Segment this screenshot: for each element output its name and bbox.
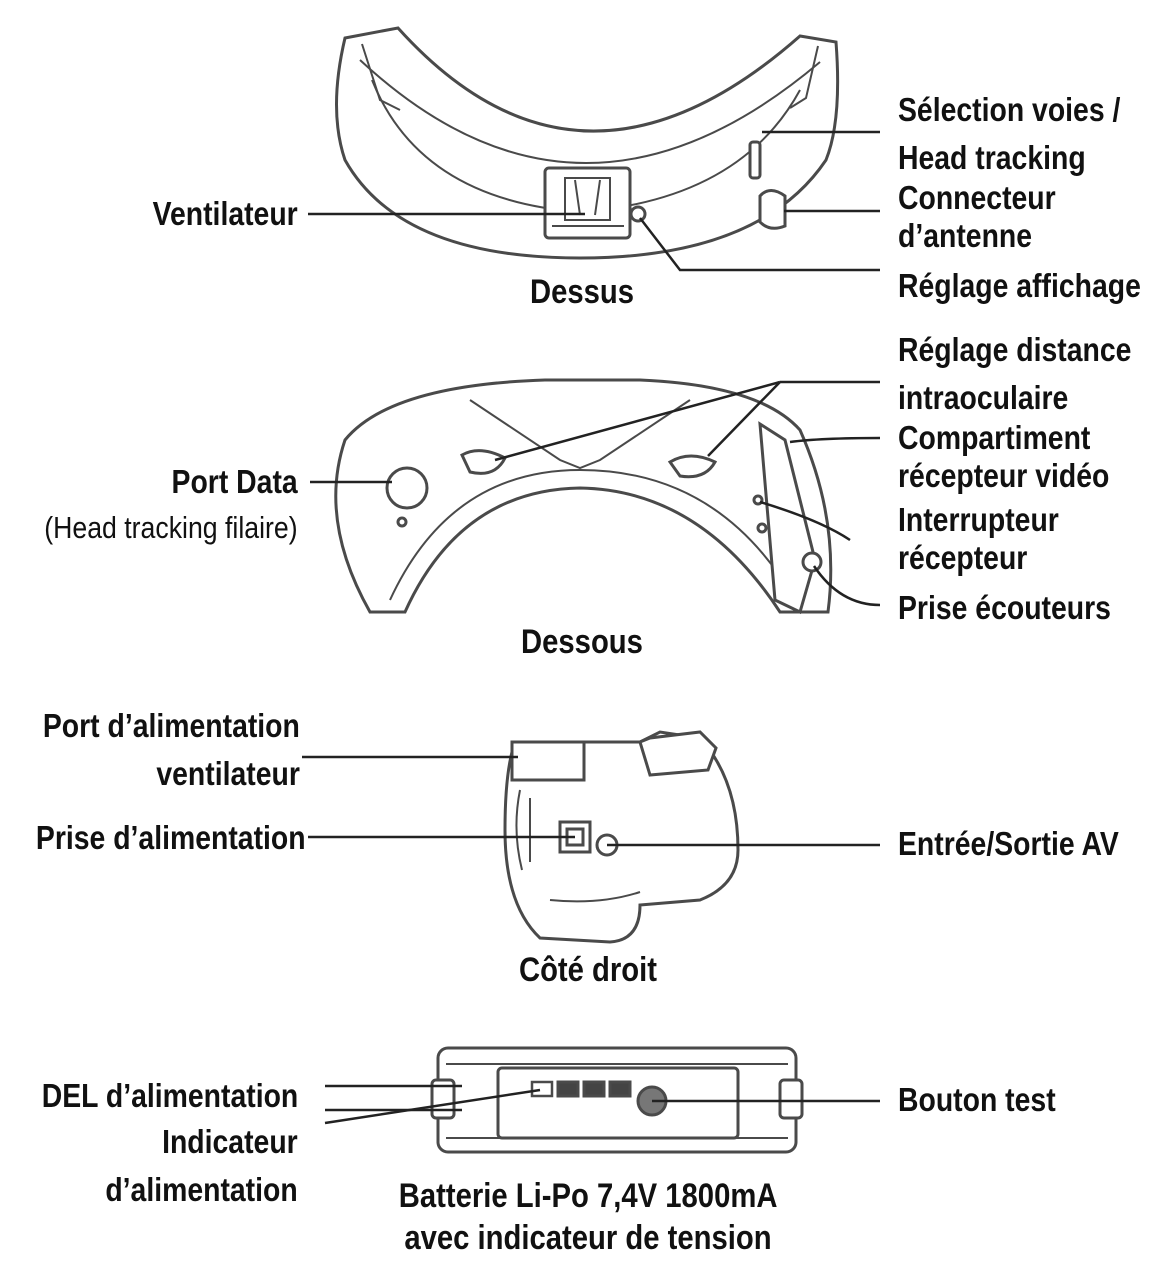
ipd-slider-right [667,454,718,479]
label-av-io: Entrée/Sortie AV [898,825,1119,862]
goggles-top-view [335,26,840,260]
side-panel-detail [515,789,641,903]
caption-battery-line1: Batterie Li-Po 7,4V 1800mA [398,1177,778,1215]
goggles-bottom-inner-arc [389,468,796,601]
caption-battery-line2: avec indicateur de tension [404,1219,772,1257]
goggles-top-left-strap [361,43,401,111]
label-antenna-line1: Connecteur [898,179,1056,216]
headphone-jack [801,551,823,573]
goggles-top-right-strap [789,45,819,109]
label-ipd-line2: intraoculaire [898,379,1069,416]
goggles-bottom-view [334,378,833,615]
leader-ipd-right [707,381,781,457]
receiver-bay [758,421,817,615]
fan-grille-detail [552,179,624,227]
display-adjust-knob [629,205,647,223]
label-fan: Ventilateur [152,195,298,232]
label-power-jack: Prise d’alimentation [36,819,306,856]
leader-receiver-switch [759,500,851,542]
nose-bridge [469,399,691,470]
side-body [503,730,740,944]
battery-leaders [324,1084,880,1125]
label-fan-power-line1: Port d’alimentation [42,707,300,744]
label-receiver-switch-line2: récepteur [898,539,1028,576]
label-data-port: Port Data [171,463,298,500]
label-headphone-jack: Prise écouteurs [898,589,1111,626]
voltage-led-2 [582,1080,606,1098]
label-antenna-line2: d’antenne [898,217,1033,254]
voltage-led-3 [608,1080,632,1098]
label-indicator-line2: d’alimentation [105,1171,298,1208]
label-receiver-switch-line1: Interrupteur [898,501,1059,538]
battery-notch-left [430,1078,456,1120]
leader-headphone [812,565,881,607]
power-led [530,1080,554,1098]
label-power-led: DEL d’alimentation [41,1077,298,1114]
label-indicator-line1: Indicateur [162,1123,298,1160]
label-test-button: Bouton test [898,1081,1056,1118]
goggles-side-view [503,730,740,944]
voltage-led-1 [556,1080,580,1098]
top-view-leaders [308,130,880,272]
label-channel-select-line2: Head tracking [898,139,1086,176]
leader-display-adjust [639,217,880,272]
data-port [385,466,429,510]
leader-ipd-left [494,380,781,462]
label-receiver-bay-line2: récepteur vidéo [898,457,1110,494]
channel-select-button [748,140,762,180]
caption-bottom-view: Dessous [521,623,643,661]
label-ipd-line1: Réglage distance [898,331,1132,368]
goggles-bottom-body [334,378,833,614]
battery-panel [496,1066,740,1140]
antenna-connector [758,189,787,230]
bottom-view-leaders [310,380,881,607]
label-data-port-sub: (Head tracking filaire) [44,510,298,545]
side-top-cover [638,730,718,777]
goggles-top-inner-arc [359,59,821,164]
battery-notch-right [778,1078,804,1120]
leader-indicator [324,1088,541,1125]
data-port-screw [396,516,408,528]
leader-receiver-bay [789,436,881,444]
fan-grille [564,177,611,221]
label-fan-power-line2: ventilateur [156,755,300,792]
label-receiver-bay-line1: Compartiment [898,419,1091,456]
caption-top-view: Dessus [529,273,635,311]
label-display-adjust: Réglage affichage [898,267,1141,304]
side-view-leaders [302,755,880,847]
caption-side-view: Côté droit [518,951,658,989]
fan-power-port [510,740,586,782]
receiver-switch-screw [756,522,768,534]
label-channel-select-line1: Sélection voies / [898,91,1121,128]
